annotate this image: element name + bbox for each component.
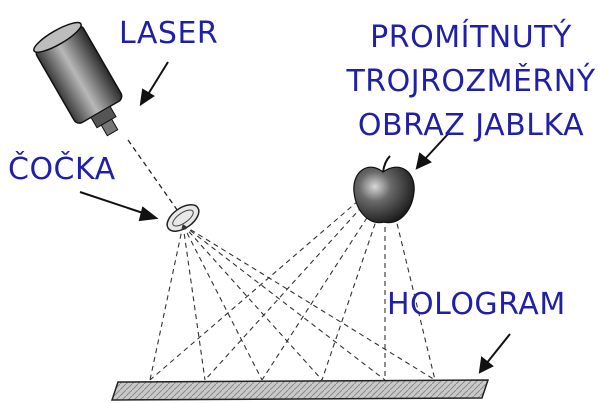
- lens: [166, 204, 200, 232]
- apple-image: [353, 155, 415, 224]
- hologram-plate: [110, 379, 490, 401]
- label-apple-line-2: TROJROZMĚRNÝ: [346, 64, 596, 99]
- reference-beams: [149, 224, 436, 381]
- label-apple: PROMÍTNUTÝ TROJROZMĚRNÝ OBRAZ JABLKA: [340, 16, 602, 148]
- arrow-laser: [139, 61, 169, 107]
- label-apple-line-1: PROMÍTNUTÝ: [370, 20, 572, 55]
- label-laser: LASER: [119, 16, 219, 51]
- arrow-apple: [415, 133, 449, 170]
- arrow-lens: [79, 191, 159, 222]
- label-apple-line-3: OBRAZ JABLKA: [357, 108, 585, 143]
- arrow-hologram: [478, 333, 511, 374]
- object-beams: [149, 194, 436, 381]
- laser-device: [33, 21, 123, 137]
- label-lens: ČOČKA: [8, 152, 116, 187]
- label-hologram: HOLOGRAM: [387, 287, 566, 322]
- pointer-arrows: [79, 61, 511, 374]
- laser-beam: [127, 139, 181, 215]
